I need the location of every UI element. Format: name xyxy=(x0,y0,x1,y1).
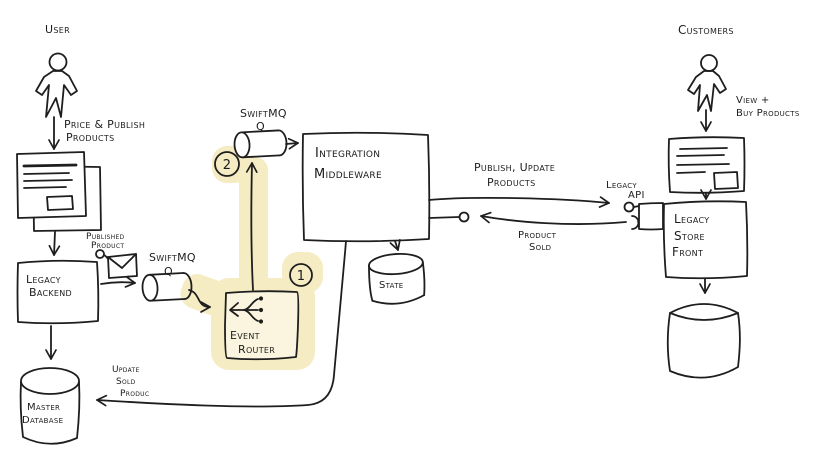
event-router-label-1: Event xyxy=(230,329,260,342)
published-product-label-1: Published xyxy=(86,232,125,242)
view-buy-label-2: Buy Products xyxy=(736,108,800,119)
master-db-label-2: Database xyxy=(22,415,63,426)
user-browser-icon xyxy=(16,151,102,232)
event-router-label-2: Router xyxy=(238,343,275,356)
legacy-store-front-label-3: Front xyxy=(672,245,703,259)
queue-backend-label-1: SwiftMQ xyxy=(149,251,196,264)
publish-update-label-1: Publish, Update xyxy=(474,161,555,174)
state-db-icon xyxy=(368,252,426,305)
middleware-ball-icon xyxy=(428,211,470,223)
legacy-backend-node: Legacy Backend xyxy=(16,259,100,325)
integration-middleware-label-1: Integration xyxy=(315,146,380,161)
api-adapter-box xyxy=(638,202,664,231)
queue-backend-cylinder-icon xyxy=(141,272,193,302)
customer-figure-icon xyxy=(687,54,727,112)
legacy-backend-label-1: Legacy xyxy=(26,273,61,286)
publish-update-arrow xyxy=(428,196,610,208)
price-publish-label-2: Products xyxy=(66,131,114,144)
customers-label: Customers xyxy=(678,23,734,37)
legacy-store-front-label-2: Store xyxy=(674,229,705,243)
highlight-curve xyxy=(180,274,231,316)
master-db-icon xyxy=(19,367,81,445)
legacy-api-label-2: API xyxy=(628,190,645,201)
product-sold-label-2: Sold xyxy=(529,242,551,253)
publish-update-label-2: Products xyxy=(487,176,535,189)
store-db-icon xyxy=(666,303,741,379)
queue-middleware-cylinder-icon xyxy=(233,129,288,159)
step-2-badge: 2 xyxy=(214,151,240,177)
queue-to-middleware-arrow xyxy=(285,137,299,150)
browser-to-backend-arrow xyxy=(48,231,61,256)
highlight-arrow-stripe xyxy=(239,157,268,299)
update-sold-label-1: Update xyxy=(112,365,140,375)
step-1-badge: 1 xyxy=(289,263,313,287)
legacy-store-front-label-1: Legacy xyxy=(674,212,709,226)
legacy-store-front-node: Legacy Store Front xyxy=(662,200,749,280)
queue-middleware-label-2: Q xyxy=(256,120,265,133)
update-sold-label-2: Sold xyxy=(116,377,136,387)
queue-backend-label-2: Q xyxy=(164,265,173,278)
state-db-label: State xyxy=(379,280,404,291)
product-sold-arrow xyxy=(480,211,627,225)
event-router-node: Event Router xyxy=(224,290,300,361)
middleware-to-state-arrow xyxy=(389,239,401,251)
integration-middleware-node: Integration Middleware xyxy=(301,131,431,243)
user-label: User xyxy=(45,23,70,36)
backend-to-queue-arrow xyxy=(100,276,136,288)
envelope-icon xyxy=(95,249,138,279)
legacy-backend-label-2: Backend xyxy=(29,286,72,299)
update-sold-label-3: Produc xyxy=(120,389,149,399)
user-figure-icon xyxy=(35,52,78,118)
view-buy-label-1: View + xyxy=(736,95,770,106)
queue-to-router-arrow xyxy=(188,289,211,313)
fan-out-icon xyxy=(229,296,264,324)
customer-browser-icon xyxy=(667,136,746,194)
product-sold-label-1: Product xyxy=(518,230,557,241)
step-2-number: 2 xyxy=(223,158,232,173)
integration-middleware-label-2: Middleware xyxy=(314,167,382,182)
published-product-label-2: Product xyxy=(91,241,124,251)
price-publish-label-1: Price & Publish xyxy=(64,118,145,131)
legacy-api-ball-icon xyxy=(623,201,640,213)
master-db-label-1: Master xyxy=(27,402,60,413)
legacy-api-label-1: Legacy xyxy=(606,180,637,191)
queue-middleware-label-1: SwiftMQ xyxy=(240,107,287,120)
step-1-number: 1 xyxy=(297,269,306,284)
router-to-queue-arrow xyxy=(245,162,258,291)
update-sold-product-arrow xyxy=(96,240,347,408)
